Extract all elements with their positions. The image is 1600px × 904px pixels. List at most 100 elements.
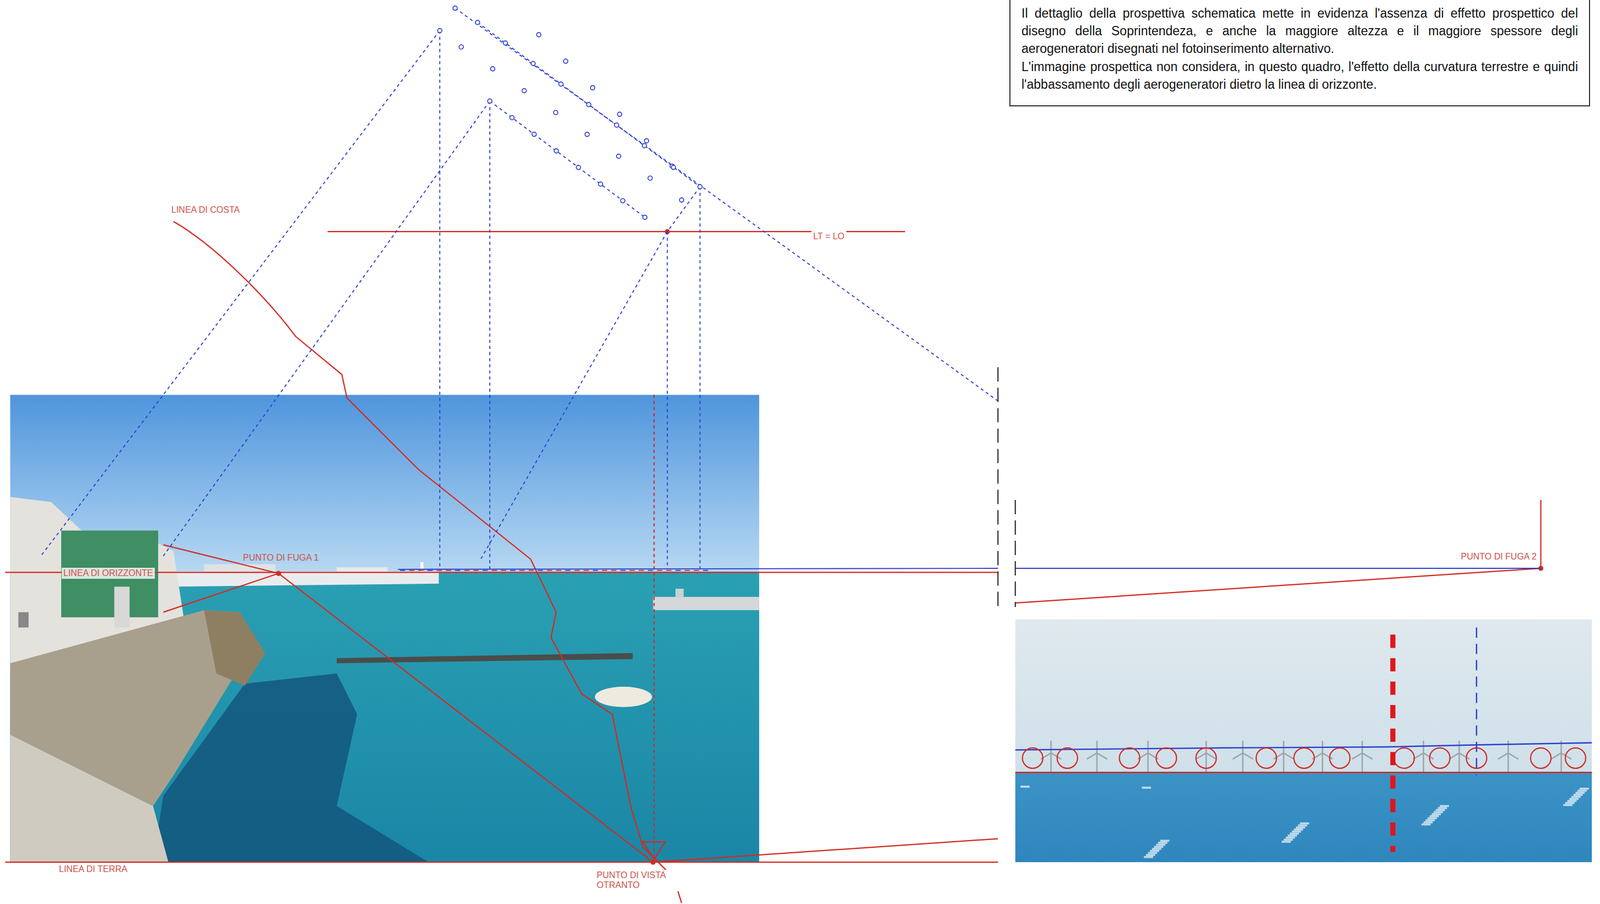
horizon-tick [510,569,516,571]
horizon-tick [620,569,626,571]
annotation-label: PUNTO DI VISTA OTRANTO [595,869,681,891]
horizon-tick [400,569,405,571]
annotation-label: LINEA DI TERRA [57,863,129,875]
horizon-tick [455,569,461,571]
coast-line [173,221,682,903]
plan-dot [617,111,623,117]
plan-dot [620,198,625,203]
horizon-tick [418,569,424,571]
plan-dot [598,181,603,187]
horizon-tick [638,569,644,571]
annotation-label: LT = LO [811,230,847,242]
horizon-tick [409,569,415,571]
inset-detail [1015,619,1592,863]
horizon-tick [684,569,690,571]
sea-glint [1433,811,1443,814]
plan-dot [522,88,527,94]
horizon-tick [547,569,553,571]
plan-dot [642,214,648,220]
plan-dot [590,85,596,90]
annotation-label: PUNTO DI FUGA 1 [241,552,321,564]
horizon-tick [482,569,488,571]
sea-glint [1292,830,1302,833]
plan-dot [536,32,542,37]
plan-dot [509,115,515,121]
horizon-tick [464,569,470,571]
annotation-label: PUNTO DI FUGA 2 [1458,550,1539,562]
horizon-tick [565,569,571,571]
sea-glint [1565,801,1575,804]
turbine-circle [1196,747,1217,769]
turbine-circle [1256,747,1277,769]
turbine-circle [1393,747,1415,769]
horizon-tick [693,569,699,571]
horizon-tick [647,569,653,571]
horizon-tick [592,569,598,571]
plan-dot [532,132,537,137]
sea-glint [1579,787,1589,790]
sea-glint [1573,793,1583,796]
plan-dot [698,184,703,189]
break-marks [997,366,1015,607]
plan-dot [475,20,480,25]
sea-glint [1285,836,1296,839]
horizon-tick [555,569,561,571]
sea-glint [1425,818,1435,821]
plan-dot [437,28,442,34]
plan-dot [586,102,592,107]
sea-glint [1427,817,1437,820]
plan-dot [452,6,458,11]
sea-glint [1281,840,1291,843]
sea-glint [1567,799,1577,802]
horizon-tick [583,569,589,571]
plan-dot [490,66,495,72]
sea-glint [1423,820,1434,824]
turbine-symbol [1086,740,1107,772]
turbine-circle [1565,747,1586,769]
horizon-tick [675,569,681,571]
horizon-tick [528,569,534,571]
plan-dot [614,122,619,128]
turbine-circle [1329,747,1350,769]
horizon-tick [500,569,506,571]
sea-glint [1571,795,1581,798]
plan-dot [558,82,564,87]
sea-glint [1020,785,1030,788]
sea-glint [1295,825,1306,829]
sea-glint [1298,824,1308,827]
turbine-circle [1530,747,1551,769]
sea-glint [1155,843,1166,846]
turbine-circle [1022,747,1043,769]
sea-glint [1429,814,1440,818]
sea-glint [1293,828,1304,831]
horizon-ticks [400,569,708,571]
horizon-tick [666,569,672,571]
horizon-tick [611,569,616,571]
note-text: L'immagine prospettica non considera, in… [1021,57,1578,94]
turbine-symbol [1352,740,1373,772]
plan-dot [642,143,647,148]
turbine-symbol [1137,740,1159,772]
horizon-tick [629,569,635,571]
horizon-tick [537,569,543,571]
sea-glint [1158,841,1168,844]
sea-glint [1146,853,1156,856]
plan-dot [553,110,559,115]
sea-glint [1563,803,1573,807]
plan-dot [647,175,653,181]
sea-glint [1143,855,1154,858]
plan-dot [644,138,650,144]
sea-glint [1289,831,1300,835]
sea-glint [1148,851,1158,854]
plan-dot [531,61,536,66]
horizon-tick [519,569,525,571]
turbine-symbol [1196,740,1217,772]
horizon-tick [574,569,580,571]
horizon-tick [427,569,433,571]
turbine-circle [1119,747,1140,769]
horizon-tick [436,569,442,571]
turbine-circle [1293,747,1315,769]
plan-dot [679,197,684,203]
annotation-label: LINEA DI ORIZZONTE [61,567,155,579]
